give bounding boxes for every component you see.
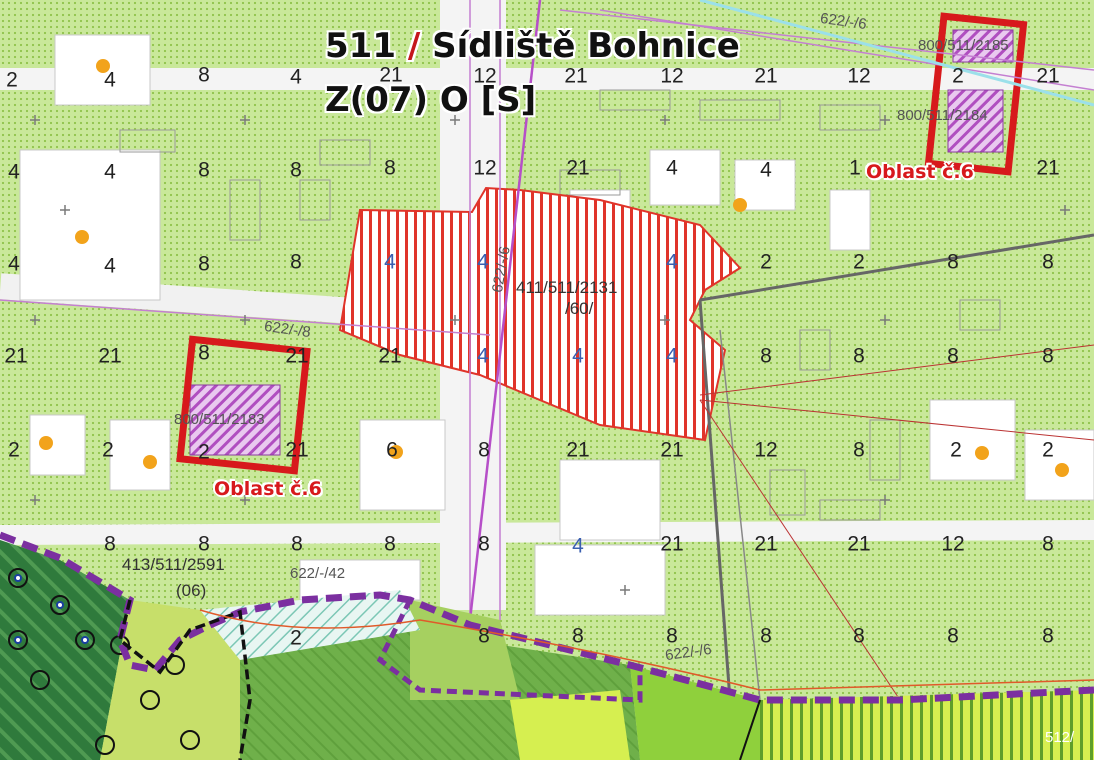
zone-number: 4 (666, 250, 678, 274)
zone-number: 21 (754, 64, 778, 88)
zone-number: 8 (1042, 344, 1054, 368)
zone-number: 12 (473, 64, 497, 88)
zone-number: 8 (853, 438, 865, 462)
parcel-code-bottom-right: 512/ (1045, 729, 1075, 746)
zone-number: 2 (8, 438, 20, 462)
zone-number: 8 (572, 624, 584, 648)
zone-number: 4 (477, 344, 489, 368)
zone-number: 8 (853, 344, 865, 368)
zone-number: 21 (847, 532, 871, 556)
zone-number: 8 (291, 532, 303, 556)
parcel-code-south-sub: (06) (176, 581, 207, 600)
parcel-code-central-sub: /60/ (565, 299, 594, 318)
zone-number: 2 (760, 250, 772, 274)
zone-number: 12 (941, 532, 965, 556)
zone-number: 21 (98, 344, 122, 368)
zone-number: 2 (952, 64, 964, 88)
zone-number: 12 (847, 64, 871, 88)
zone-code: Z(07) O [S] (325, 80, 537, 120)
zone-number: 2 (198, 440, 210, 464)
zone-number: 12 (473, 156, 497, 180)
zone-number: 2 (1042, 438, 1054, 462)
zone-number: 21 (566, 438, 590, 462)
zone-number: 8 (384, 156, 396, 180)
map-title: 511 / Sídliště Bohnice (325, 26, 740, 67)
zone-number: 8 (478, 624, 490, 648)
zone-number: 8 (478, 532, 490, 556)
district-code: 511 (325, 26, 396, 66)
zone-number: 8 (666, 624, 678, 648)
zone-number: 8 (384, 532, 396, 556)
zone-number: 12 (660, 64, 684, 88)
zone-number: 8 (760, 344, 772, 368)
zone-number: 21 (566, 156, 590, 180)
zone-number: 21 (378, 344, 402, 368)
zone-number: 8 (290, 158, 302, 182)
zone-number: 4 (572, 534, 584, 558)
zone-number: 8 (1042, 532, 1054, 556)
zone-number: 2 (290, 626, 302, 650)
zone-number: 8 (947, 624, 959, 648)
zone-number: 8 (198, 252, 210, 276)
area-callout-right[interactable]: Oblast č.6 (866, 161, 974, 183)
zone-number: 21 (660, 532, 684, 556)
zone-number: 8 (198, 158, 210, 182)
zone-number: 21 (285, 438, 309, 462)
zone-number: 4 (8, 160, 20, 184)
zone-number: 8 (760, 624, 772, 648)
zone-number: 21 (1036, 64, 1060, 88)
title-slash: / (407, 26, 421, 66)
zone-number: 4 (384, 250, 396, 274)
zone-number: 8 (198, 532, 210, 556)
zone-number: 21 (4, 344, 28, 368)
zone-number: 4 (104, 68, 116, 92)
zone-number: 4 (290, 65, 302, 89)
zone-number: 8 (198, 341, 210, 365)
zone-number: 8 (198, 63, 210, 87)
parcel-code-central: 411/511/2131 (516, 278, 618, 297)
parcel-code-top-right-upper: 800/511/2185 (918, 37, 1009, 54)
area-callout-left[interactable]: Oblast č.6 (214, 478, 322, 500)
parcel-code-left-box: 800/511/2183 (174, 411, 265, 428)
zone-number: 4 (8, 252, 20, 276)
parcel-code-south: 413/511/2591 (122, 555, 225, 574)
zone-number: 4 (104, 160, 116, 184)
zone-number: 1 (849, 156, 861, 180)
zone-number: 2 (6, 68, 18, 92)
zone-number: 8 (104, 532, 116, 556)
zone-number: 21 (660, 438, 684, 462)
zone-number: 2 (853, 250, 865, 274)
zone-number: 6 (386, 438, 398, 462)
parcel-code-top-right-lower: 800/511/2184 (897, 107, 988, 124)
zone-number: 21 (379, 63, 403, 87)
zone-number: 4 (666, 156, 678, 180)
zone-number: 12 (754, 438, 778, 462)
district-name: Sídliště Bohnice (432, 26, 740, 66)
zone-number: 4 (477, 250, 489, 274)
zone-number: 8 (853, 624, 865, 648)
zone-number: 4 (572, 344, 584, 368)
zone-number: 2 (950, 438, 962, 462)
zone-number: 21 (1036, 156, 1060, 180)
zone-number: 8 (1042, 250, 1054, 274)
zone-number: 8 (947, 250, 959, 274)
zone-number: 21 (754, 532, 778, 556)
zone-number: 8 (1042, 624, 1054, 648)
zone-number: 4 (666, 344, 678, 368)
zone-number: 21 (564, 64, 588, 88)
zone-number: 2 (102, 438, 114, 462)
zone-number: 8 (947, 344, 959, 368)
zone-number: 21 (285, 344, 309, 368)
zone-number: 8 (290, 250, 302, 274)
zone-number: 4 (760, 158, 772, 182)
road-code-south: 622/-/42 (290, 565, 346, 582)
zone-number: 4 (104, 254, 116, 278)
zone-number: 8 (478, 438, 490, 462)
